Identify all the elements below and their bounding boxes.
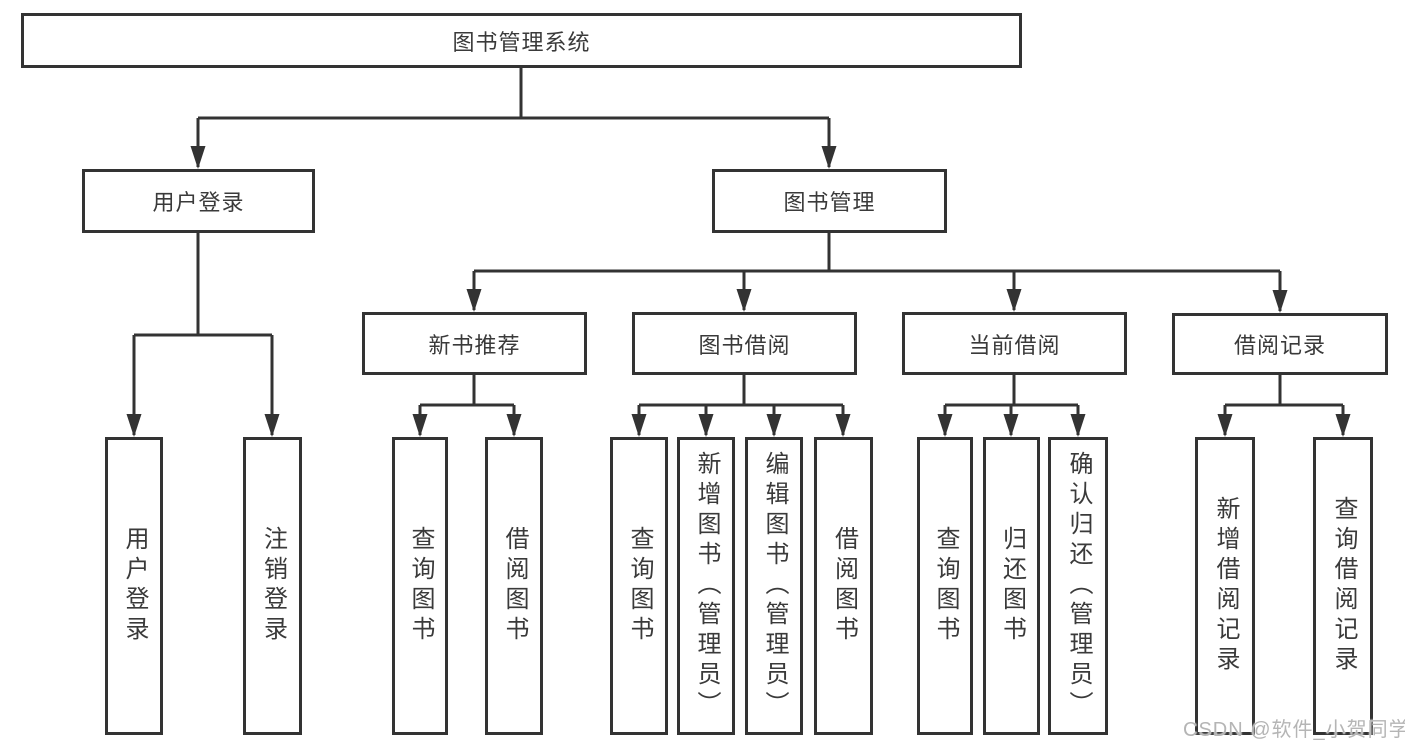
leaf-borrow-books-1: 借阅图书 bbox=[485, 437, 543, 735]
leaf-edit-book-admin: 编辑图书（管理员） bbox=[745, 437, 803, 735]
leaf-add-borrow-record: 新增借阅记录 bbox=[1195, 437, 1255, 735]
node-borrow-record: 借阅记录 bbox=[1172, 313, 1388, 375]
leaf-return-book: 归还图书 bbox=[983, 437, 1040, 735]
leaf-query-books-3: 查询图书 bbox=[917, 437, 973, 735]
leaf-query-books-1: 查询图书 bbox=[392, 437, 448, 735]
leaf-add-book-admin: 新增图书（管理员） bbox=[677, 437, 735, 735]
node-current-borrow: 当前借阅 bbox=[902, 312, 1127, 375]
leaf-confirm-return-admin: 确认归还（管理员） bbox=[1048, 437, 1108, 735]
node-book-management: 图书管理 bbox=[712, 169, 947, 233]
node-book-borrow: 图书借阅 bbox=[632, 312, 857, 375]
node-new-book-recommend: 新书推荐 bbox=[362, 312, 587, 375]
leaf-borrow-books-2: 借阅图书 bbox=[814, 437, 873, 735]
csdn-watermark: CSDN @软件_小贺同学 bbox=[1183, 719, 1405, 741]
leaf-query-books-2: 查询图书 bbox=[610, 437, 668, 735]
leaf-user-login: 用户登录 bbox=[105, 437, 163, 735]
leaf-query-borrow-record: 查询借阅记录 bbox=[1313, 437, 1373, 735]
node-user-login: 用户登录 bbox=[82, 169, 315, 233]
leaf-logout: 注销登录 bbox=[243, 437, 302, 735]
node-library-management-system: 图书管理系统 bbox=[21, 13, 1022, 68]
